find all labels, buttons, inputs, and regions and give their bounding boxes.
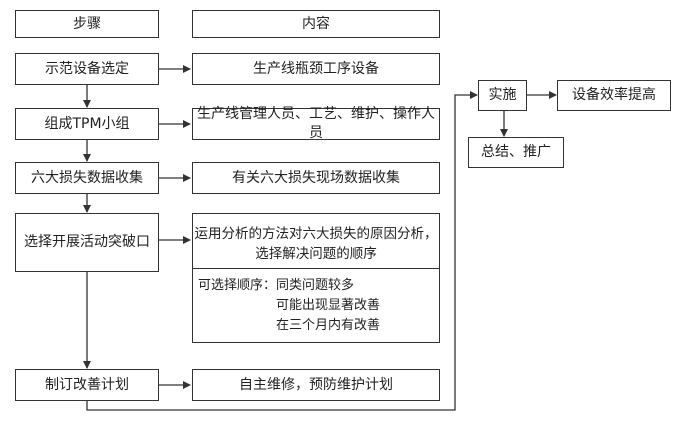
content-box-maintenance-plan: 自主维修，预防维护计划 [192,369,440,401]
implement-label: 实施 [488,87,517,104]
header-steps: 步骤 [15,10,159,38]
step-box-breakthrough: 选择开展活动突破口 [15,213,159,272]
header-content: 内容 [192,10,440,38]
step-label: 制订改善计划 [45,376,129,393]
content-label: 生产线管理人员、工艺、维护、操作人员 [197,106,435,141]
header-steps-label: 步骤 [73,15,101,32]
result-box: 设备效率提高 [557,80,671,111]
content-box-loss-data: 有关六大损失现场数据收集 [192,162,440,194]
analysis-divider [192,268,440,269]
result-label: 设备效率提高 [572,87,656,104]
step-box-form-team: 组成TPM小组 [15,108,159,140]
content-label: 生产线瓶颈工序设备 [253,60,379,77]
analysis-line-1: 运用分析的方法对六大损失的原因分析， [194,226,438,242]
step-box-collect-data: 六大损失数据收集 [15,162,159,194]
step-label: 示范设备选定 [45,60,129,77]
arrow-step5-implement [86,91,478,411]
content-box-bottleneck: 生产线瓶颈工序设备 [192,53,440,85]
step-label: 选择开展活动突破口 [24,234,150,251]
content-label: 自主维修，预防维护计划 [239,376,393,393]
content-label: 有关六大损失现场数据收集 [232,169,400,186]
summary-label: 总结、推广 [481,144,551,161]
step-box-select-equipment: 示范设备选定 [15,53,159,85]
analysis-text: 运用分析的方法对六大损失的原因分析， 选择解决问题的顺序 [194,224,438,264]
content-box-team-members: 生产线管理人员、工艺、维护、操作人员 [192,106,440,141]
step-label: 六大损失数据收集 [31,169,143,186]
header-content-label: 内容 [302,15,330,32]
step-label: 组成TPM小组 [44,115,130,132]
order-note-item-1: 同类问题较多 [276,278,355,293]
order-note-label: 可选择顺序： [198,278,277,293]
implement-box: 实施 [478,80,527,111]
analysis-line-2: 选择解决问题的顺序 [255,246,377,262]
order-note-item-3: 在三个月内有改善 [276,318,381,333]
order-note-item-2: 可能出现显著改善 [276,298,381,313]
content-box-analysis [192,213,440,343]
step-box-plan: 制订改善计划 [15,369,159,401]
summary-box: 总结、推广 [468,137,564,168]
